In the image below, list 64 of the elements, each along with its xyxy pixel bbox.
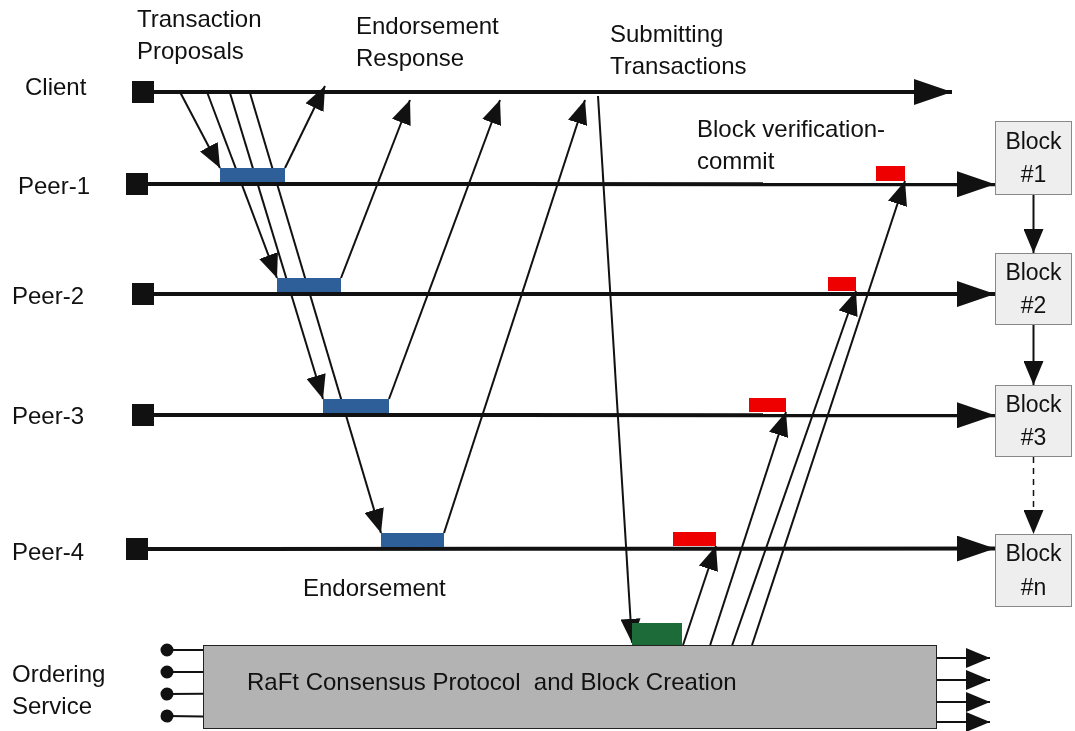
arrow: [936, 648, 991, 668]
lifeline-label: Peer-3: [12, 401, 86, 431]
arrow: [249, 92, 384, 534]
block-label: Block #n: [1004, 539, 1063, 602]
block-box: [995, 385, 1072, 457]
arrow: [731, 290, 858, 646]
activation-bar: [381, 533, 444, 547]
activation-bar: [323, 399, 389, 413]
lifeline-label: Peer-2: [12, 281, 86, 311]
arrow: [597, 95, 641, 644]
annotation-text: Endorsement: [303, 573, 447, 603]
arrow: [340, 99, 411, 279]
lifeline-arrow: [154, 281, 995, 308]
lifeline-arrow: [148, 171, 995, 198]
activation-bar: [673, 532, 716, 546]
arrow: [443, 99, 588, 534]
annotation-text: Endorsement Response: [356, 11, 500, 73]
lifeline-label: Client: [25, 72, 88, 102]
lifeline-marker: [126, 538, 148, 560]
activation-bar: [876, 166, 905, 181]
lifeline-label: Peer-1: [18, 171, 92, 201]
arrow: [936, 712, 991, 731]
lifeline-marker: [132, 283, 154, 305]
block-box: [995, 253, 1072, 325]
lifeline-marker: [132, 81, 154, 103]
dot-connector: [160, 687, 204, 701]
dashed-arrow: [1023, 456, 1044, 535]
arrow: [206, 91, 278, 279]
lifeline-label: Peer-4: [12, 537, 86, 567]
annotation-text: Ordering Service: [12, 659, 107, 721]
activation-bar: [220, 168, 285, 182]
dot-connector: [160, 665, 204, 679]
lifeline-arrow: [148, 535, 995, 562]
lifeline-arrow: [154, 402, 995, 429]
block-label: Block #3: [1004, 389, 1063, 452]
lifeline-arrow: [154, 79, 952, 105]
block-label: Block #1: [1004, 126, 1063, 189]
annotation-text: Submitting Transactions: [610, 19, 748, 81]
box-title: RaFt Consensus Protocol and Block Creation: [247, 668, 737, 695]
arrow: [709, 411, 789, 646]
block-box: [995, 121, 1072, 195]
arrow: [1023, 194, 1044, 254]
annotation-text: Transaction Proposals: [137, 4, 263, 66]
activation-bar: [277, 278, 341, 292]
dot-connector: [160, 643, 204, 657]
block-label: Block #2: [1004, 257, 1063, 320]
annotation-text: Block verification- commit: [697, 114, 887, 176]
block-box: [995, 534, 1072, 607]
arrow: [179, 91, 221, 169]
activation-bar: [749, 398, 786, 412]
arrow: [388, 99, 501, 400]
arrow: [936, 670, 991, 690]
activation-bar: [632, 623, 682, 645]
arrow: [936, 692, 991, 713]
arrow: [751, 180, 907, 646]
arrow: [284, 85, 326, 169]
lifeline-marker: [126, 173, 148, 195]
arrow: [1023, 324, 1044, 386]
arrow: [682, 545, 718, 646]
process-box: [203, 645, 937, 729]
activation-bar: [828, 277, 856, 291]
dot-connector: [160, 709, 204, 723]
arrow: [229, 92, 326, 400]
lifeline-marker: [132, 404, 154, 426]
